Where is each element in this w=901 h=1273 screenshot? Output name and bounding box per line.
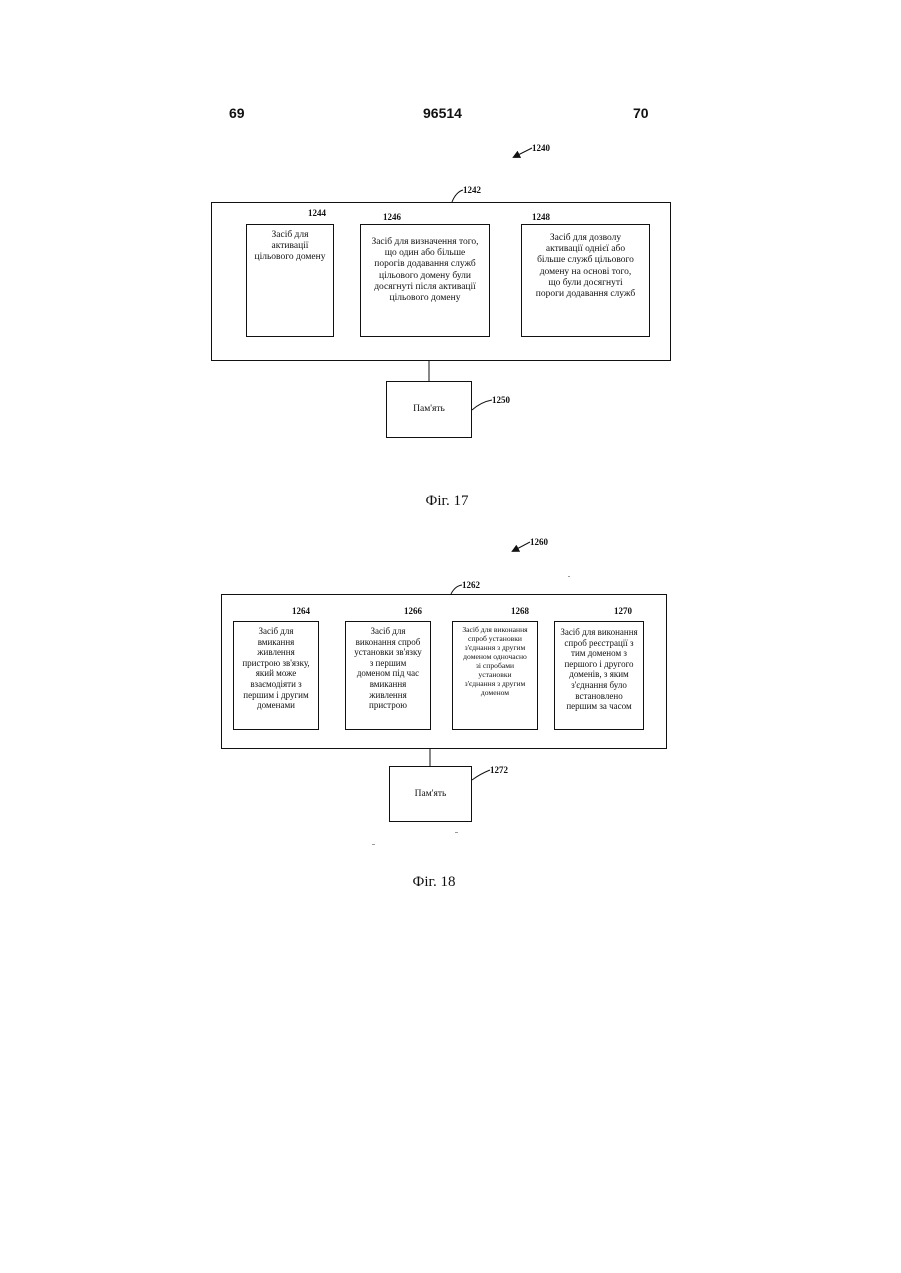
fig17-overall-ref: 1240 <box>532 143 550 153</box>
fig18-overall-ref: 1260 <box>530 537 548 547</box>
fig18-memory-leader <box>472 770 490 780</box>
fig17-box2-ref: 1246 <box>383 212 401 222</box>
fig18-overall-arrow <box>513 542 530 551</box>
fig17-box-activation: Засіб для активації цільового домену <box>246 224 334 337</box>
fig17-box-threshold: Засіб для визначення того, що один або б… <box>360 224 490 337</box>
fig17-container-ref: 1242 <box>463 185 481 195</box>
fig17-box-permit: Засіб для дозволу активації однієї або б… <box>521 224 650 337</box>
fig18-box-first-domain: Засіб для виконання спроб установки зв'я… <box>345 621 431 730</box>
fig18-box2-ref: 1266 <box>404 606 422 616</box>
fig18-box-registration: Засіб для виконання спроб реєстрації з т… <box>554 621 644 730</box>
fig18-memory-ref: 1272 <box>490 765 508 775</box>
fig18-memory-box: Пам'ять <box>389 766 472 822</box>
fig18-box3-ref: 1268 <box>511 606 529 616</box>
fig17-container-leader <box>452 190 463 202</box>
fig17-box1-ref: 1244 <box>308 208 326 218</box>
fig17-memory-box: Пам'ять <box>386 381 472 438</box>
fig18-container-ref: 1262 <box>462 580 480 590</box>
fig17-memory-leader <box>472 400 492 410</box>
fig17-memory-ref: 1250 <box>492 395 510 405</box>
fig18-box-power-on: Засіб для вмикання живлення пристрою зв'… <box>233 621 319 730</box>
fig18-box1-ref: 1264 <box>292 606 310 616</box>
fig17-overall-arrow <box>514 148 532 157</box>
fig17-caption: Фіг. 17 <box>387 493 507 510</box>
fig18-box4-ref: 1270 <box>614 606 632 616</box>
fig18-box-second-domain: Засіб для виконання спроб установки з'єд… <box>452 621 538 730</box>
fig18-caption: Фіг. 18 <box>374 874 494 891</box>
fig18-container-leader <box>451 585 462 594</box>
fig17-box3-ref: 1248 <box>532 212 550 222</box>
